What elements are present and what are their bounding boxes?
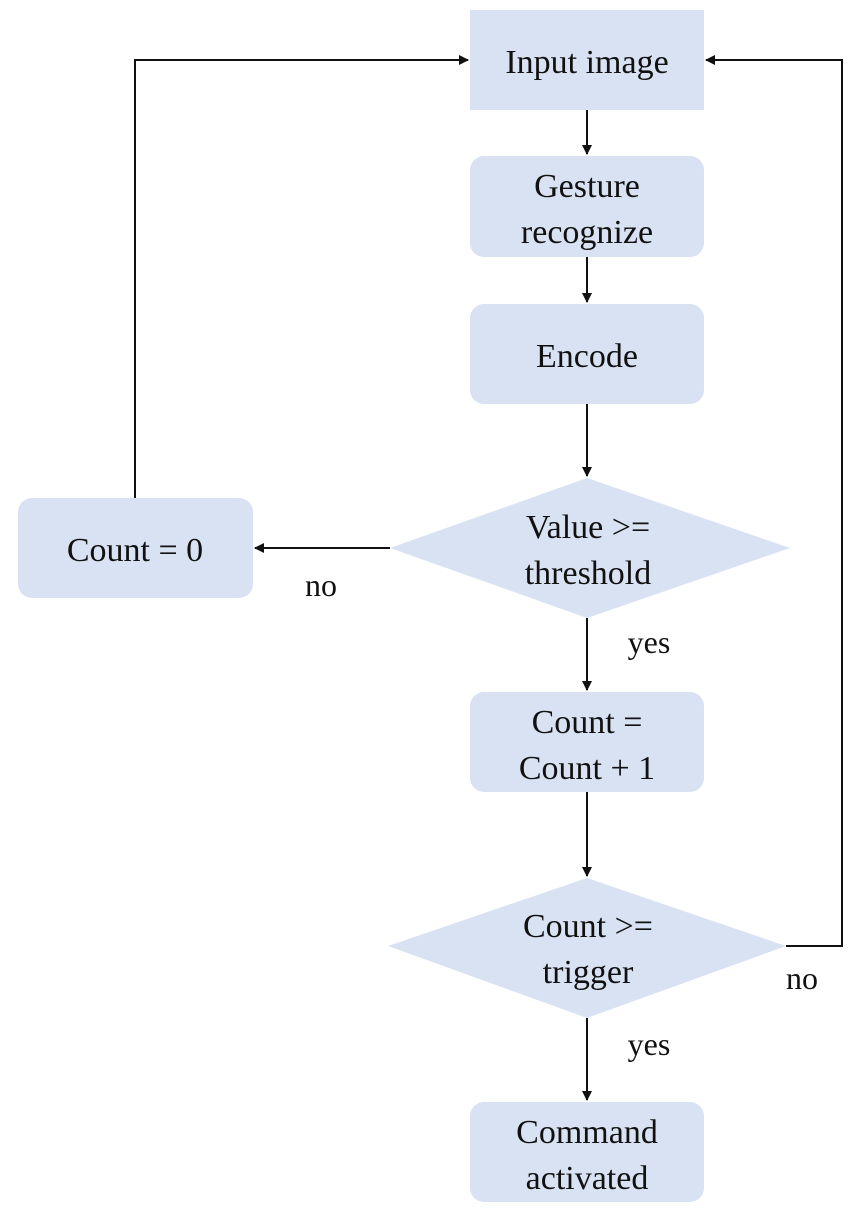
node-count-trigger-decision: Count >= trigger	[388, 878, 786, 1018]
node-count-reset-line-1: Count = 0	[67, 532, 203, 569]
node-count-trigger-line-2: trigger	[543, 954, 634, 991]
node-count-increment-line-2: Count + 1	[519, 750, 655, 787]
node-count-increment-line-1: Count =	[532, 704, 643, 741]
edge-label-value-no: no	[305, 567, 337, 603]
node-gesture-recognize: Gesture recognize	[470, 156, 704, 257]
edge-trigger-no-to-input	[705, 55, 843, 947]
node-value-threshold-decision: Value >= threshold	[390, 478, 790, 618]
node-command-activated-line-1: Command	[516, 1114, 658, 1151]
node-input-image: Input image	[470, 10, 704, 110]
edge-count-reset-to-input	[134, 55, 469, 498]
node-encode-line-1: Encode	[536, 338, 638, 375]
node-input-image-line-1: Input image	[505, 44, 668, 81]
edge-labels: no yes no yes	[305, 567, 818, 1062]
node-gesture-recognize-line-2: recognize	[521, 214, 653, 251]
node-command-activated: Command activated	[470, 1102, 704, 1202]
node-value-threshold-line-2: threshold	[525, 555, 652, 592]
node-command-activated-line-2: activated	[526, 1160, 649, 1197]
node-count-increment: Count = Count + 1	[470, 692, 704, 792]
node-count-reset: Count = 0	[18, 498, 253, 598]
edge-label-trigger-no: no	[786, 960, 818, 996]
node-value-threshold-line-1: Value >=	[526, 509, 650, 546]
edge-label-value-yes: yes	[628, 624, 671, 660]
edges	[134, 55, 843, 1101]
edge-label-trigger-yes: yes	[628, 1026, 671, 1062]
node-count-trigger-line-1: Count >=	[523, 908, 653, 945]
node-gesture-recognize-line-1: Gesture	[534, 168, 640, 205]
node-encode: Encode	[470, 304, 704, 404]
